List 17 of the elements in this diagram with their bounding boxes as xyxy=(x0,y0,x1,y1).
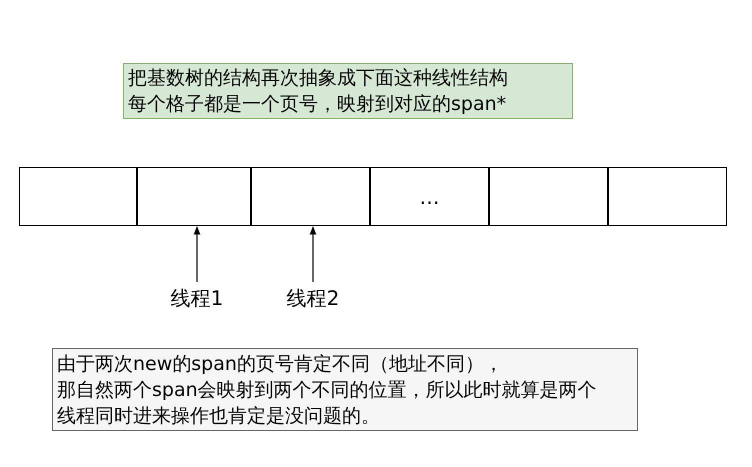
note-text: 把基数树的结构再次抽象成下面这种线性结构 xyxy=(128,66,509,91)
arrow xyxy=(194,226,200,282)
array-cell xyxy=(489,167,608,226)
array-cell xyxy=(19,167,137,226)
note-box xyxy=(123,63,573,119)
array-cell xyxy=(137,167,251,226)
note-box xyxy=(52,348,638,431)
array-cell xyxy=(370,167,489,226)
ellipsis-text: … xyxy=(420,184,440,210)
arrow xyxy=(310,226,316,282)
note-text: 那自然两个span会映射到两个不同的位置，所以此时就算是两个线程同时进来操作也肯定是没问题的。 xyxy=(57,378,598,428)
note-text: 每个格子都是一个页号，映射到对应的span* xyxy=(128,92,508,117)
note-text: 由于两次new的span的页号肯定不同（地址不同）， xyxy=(57,352,504,376)
note-text: 线程2 xyxy=(286,285,340,312)
array-cell xyxy=(608,167,727,226)
array-cell xyxy=(251,167,370,226)
note-text: 线程1 xyxy=(170,285,224,312)
